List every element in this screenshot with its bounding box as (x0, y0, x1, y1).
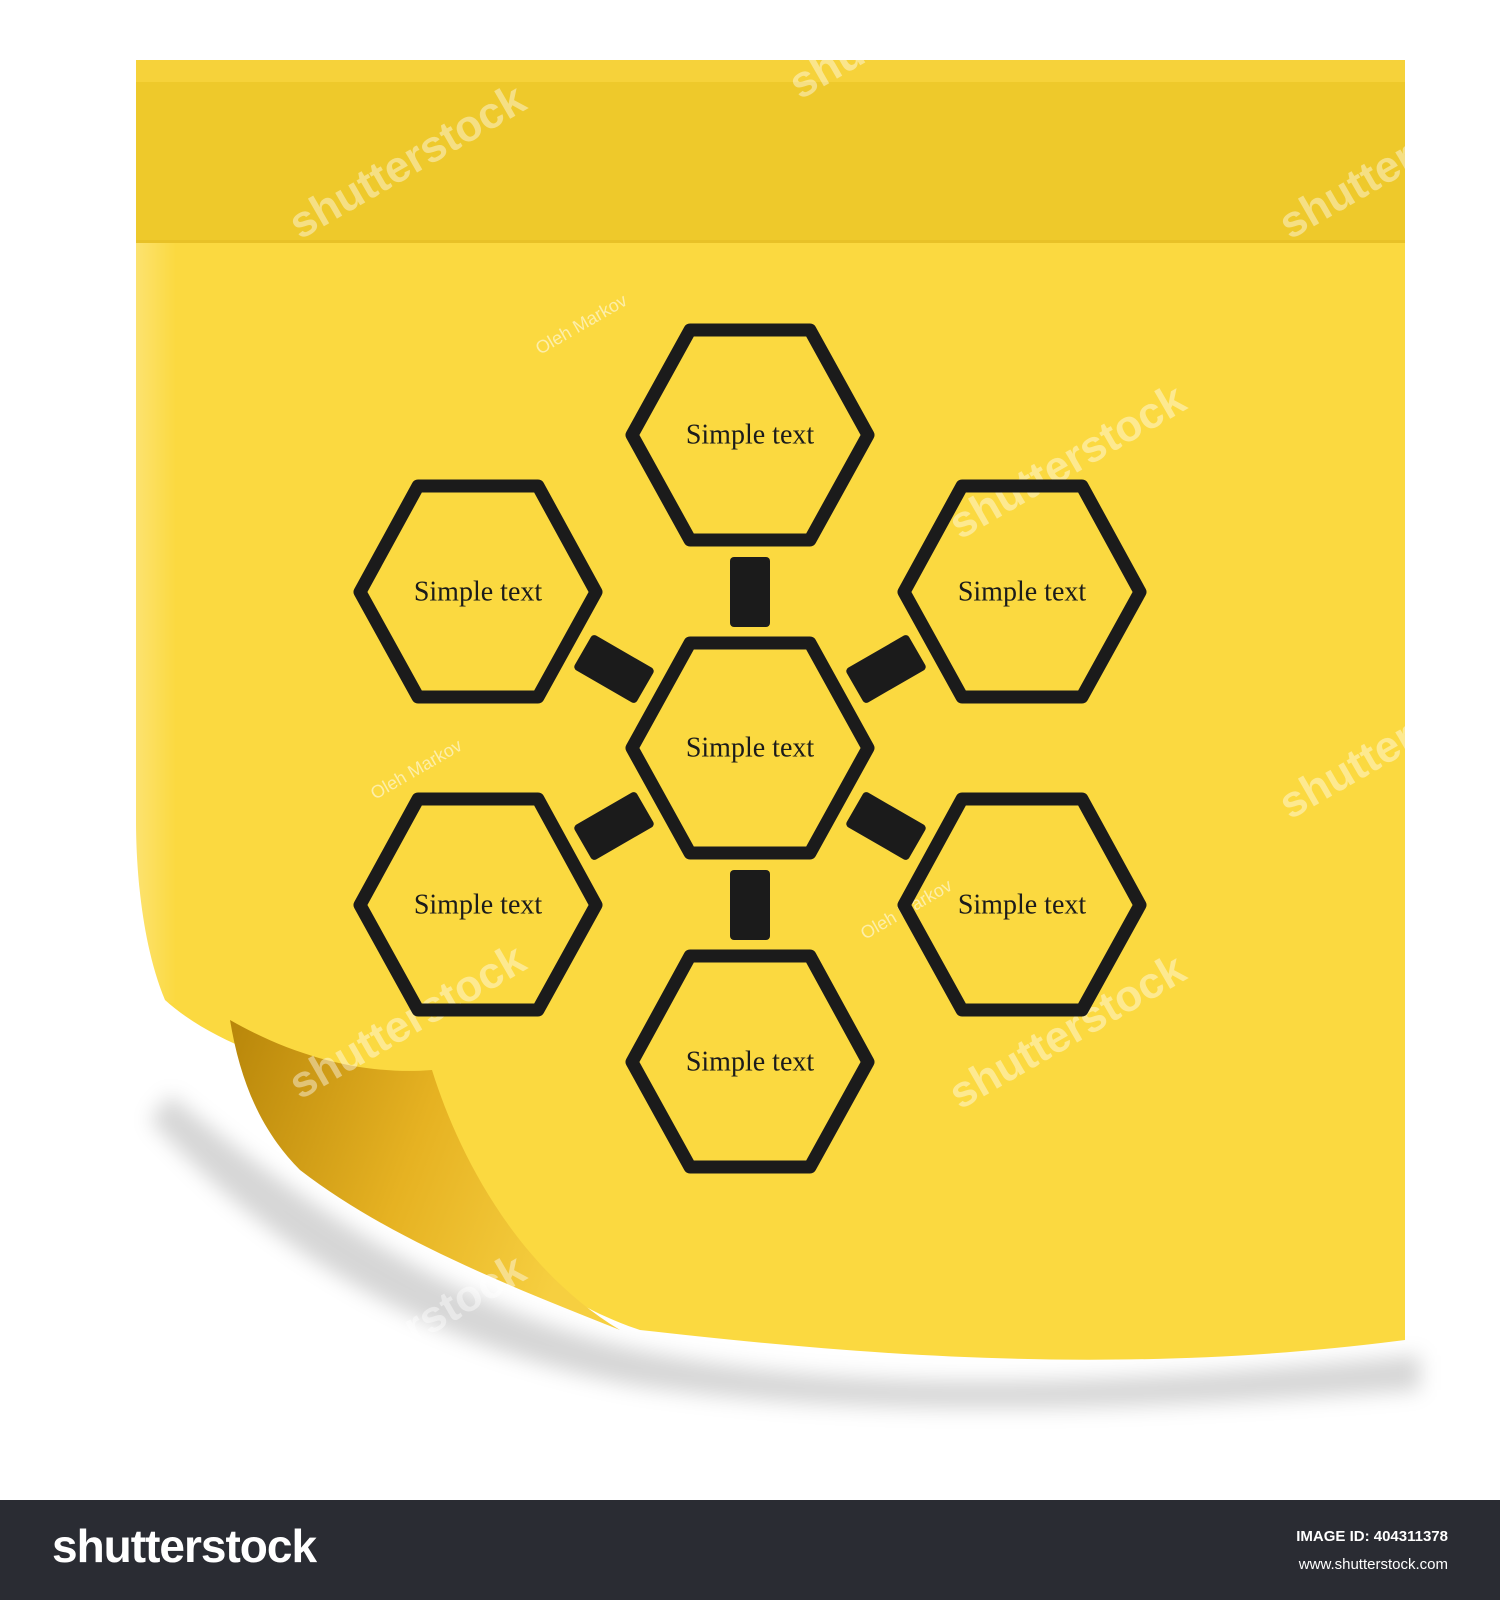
hexagon-label: Simple text (414, 577, 543, 608)
sticky-note-curl (230, 1020, 620, 1330)
hexagon-upper-left: Simple text (353, 479, 603, 704)
sticky-note-body (136, 60, 1405, 1360)
connector-upper-right (846, 635, 926, 703)
sticky-note-header (136, 60, 1405, 243)
hexagon-bottom: Simple text (625, 949, 875, 1174)
hexagon-label: Simple text (958, 577, 1087, 608)
footer-logo: shutterstock (52, 1520, 317, 1572)
note-shadow (150, 1095, 1420, 1409)
hexagon-top: Simple text (625, 323, 875, 547)
hexagon-lower-left: Simple text (353, 792, 603, 1017)
connector-lower-right (846, 792, 926, 860)
hexagon-lower-right: Simple text (897, 792, 1147, 1017)
hexagon-label: Simple text (686, 420, 815, 451)
connectors (574, 557, 926, 940)
hexagon-upper-right: Simple text (897, 479, 1147, 704)
footer-site-url: www.shutterstock.com (1298, 1556, 1448, 1573)
hexagon-center: Simple text (625, 636, 875, 860)
hexagon-label: Simple text (958, 890, 1087, 921)
connector-bottom (730, 870, 770, 940)
hexagon-label: Simple text (686, 1047, 815, 1078)
hexagon-label: Simple text (686, 733, 815, 764)
footer-bar: shutterstock IMAGE ID: 404311378 www.shu… (0, 1500, 1500, 1600)
connector-upper-left (574, 635, 654, 703)
connector-top (730, 557, 770, 627)
hexagon-label: Simple text (414, 890, 543, 921)
sticky-note-illustration: shutterstock shutterstock shutterstock s… (136, 60, 1420, 1409)
footer-image-id: IMAGE ID: 404311378 (1296, 1528, 1448, 1545)
connector-lower-left (574, 792, 654, 860)
